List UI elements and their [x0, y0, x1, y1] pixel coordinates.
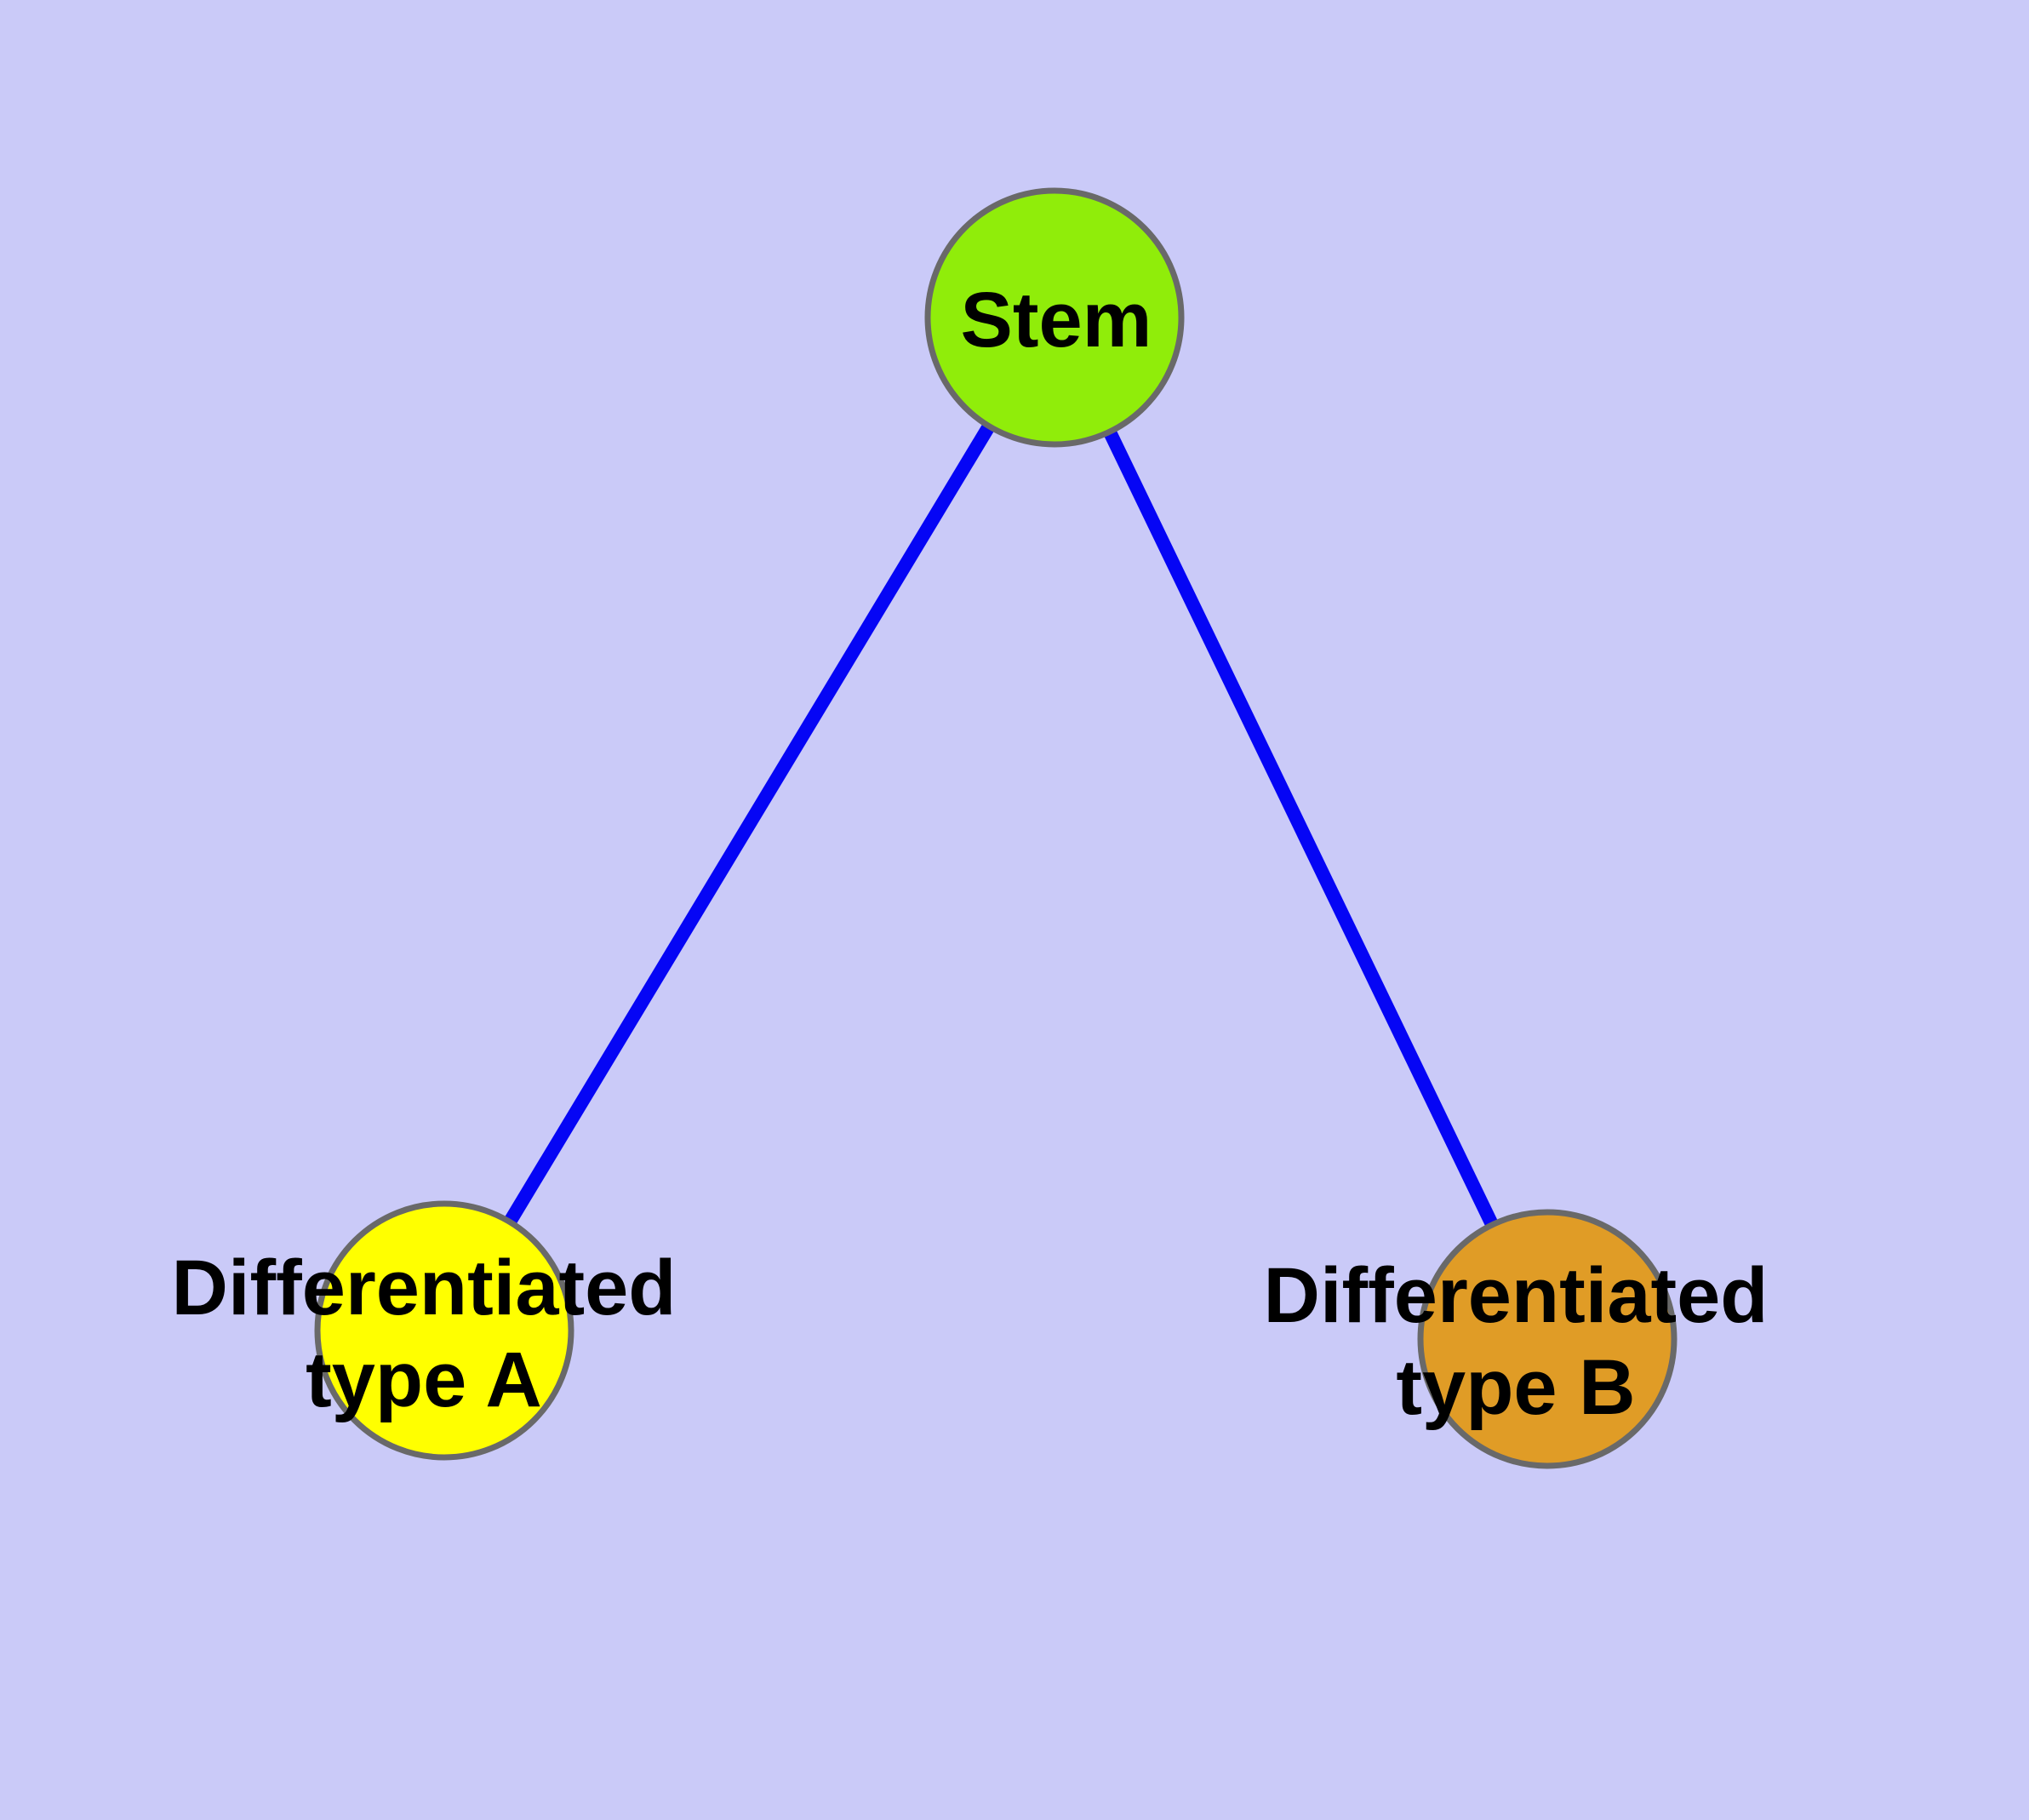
node-circle-stem	[924, 187, 1185, 448]
edge-stem-to-type-b	[1048, 314, 1554, 1342]
node-circle-type-a	[314, 1200, 574, 1461]
edge-stem-to-type-a	[438, 313, 1060, 1335]
node-circle-type-b	[1417, 1209, 1677, 1469]
